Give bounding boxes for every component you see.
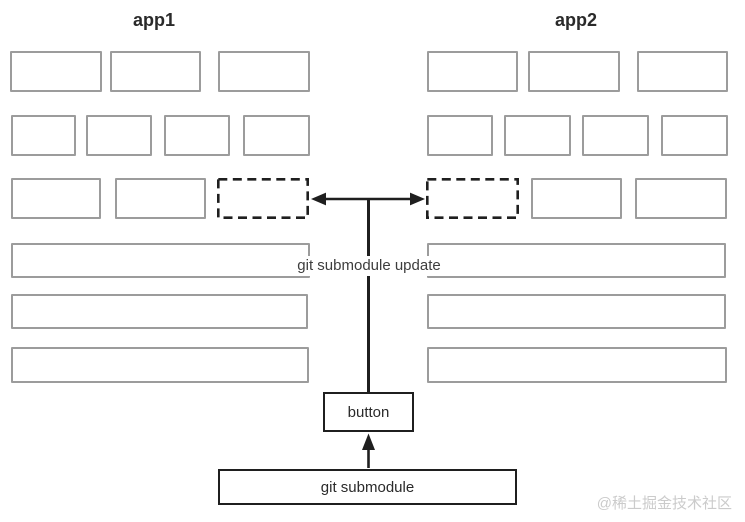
app1-module-box <box>86 115 152 156</box>
app1-submodule-slot-dashed-box <box>217 178 310 220</box>
app1-wide-module-box <box>11 347 309 383</box>
arrowhead-left-icon <box>311 192 326 206</box>
app1-module-box <box>11 115 76 156</box>
app2-module-box <box>427 115 493 156</box>
app2-module-box <box>661 115 728 156</box>
app2-module-box <box>427 51 518 92</box>
app2-wide-module-box <box>427 294 726 329</box>
app2-submodule-slot-dashed-box <box>425 178 519 220</box>
app1-title: app1 <box>132 10 175 30</box>
app1-wide-module-box <box>11 243 310 278</box>
app1-wide-module-box <box>11 294 308 329</box>
app1-module-box <box>243 115 310 156</box>
app1-module-box <box>11 178 101 219</box>
arrowhead-up-icon <box>362 433 375 450</box>
app1-module-box <box>110 51 201 92</box>
app2-wide-module-box <box>427 243 726 278</box>
watermark-text: @稀土掘金技术社区 <box>596 495 732 512</box>
app2-module-box <box>635 178 727 219</box>
app1-module-box <box>218 51 310 92</box>
app1-module-box <box>10 51 102 92</box>
app2-module-box <box>504 115 571 156</box>
arrowhead-right-icon <box>410 192 425 206</box>
app2-module-box <box>582 115 649 156</box>
app1-module-box <box>115 178 206 219</box>
git-submodule-node: git submodule <box>218 469 517 505</box>
app2-module-box <box>637 51 728 92</box>
app1-module-box <box>164 115 230 156</box>
app2-module-box <box>528 51 620 92</box>
update-command-label: git submodule update <box>288 256 450 276</box>
app2-wide-module-box <box>427 347 727 383</box>
app2-title: app2 <box>554 10 597 30</box>
app2-module-box <box>531 178 622 219</box>
button-node: button <box>323 392 414 432</box>
